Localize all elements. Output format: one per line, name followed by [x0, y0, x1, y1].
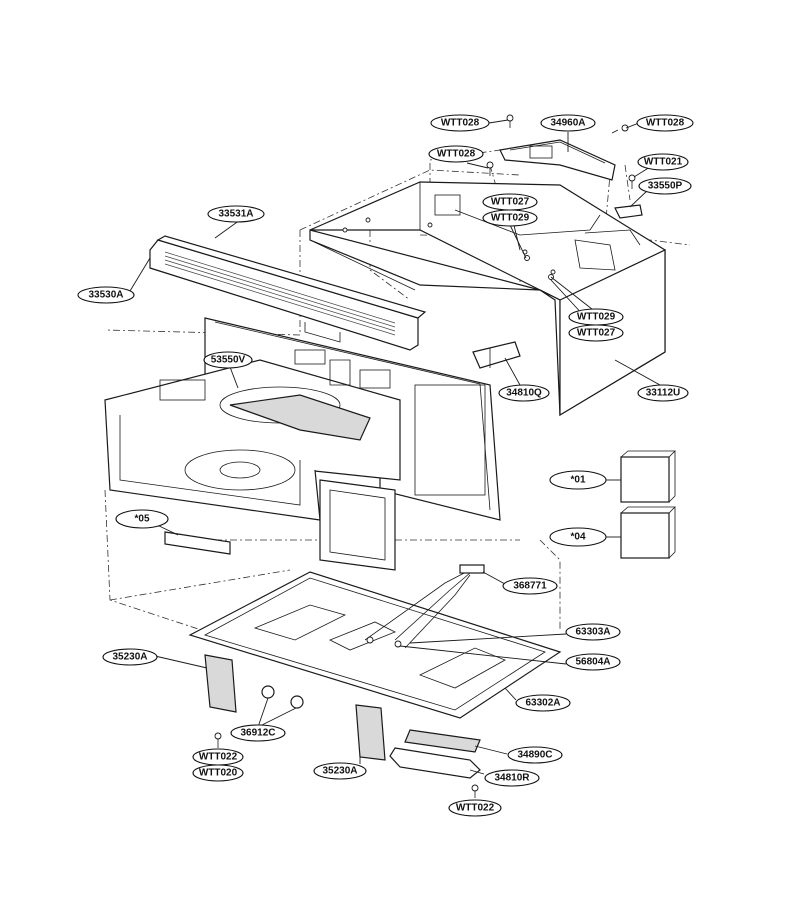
callout-wtt028-c: WTT028: [428, 145, 484, 163]
svg-text:WTT028: WTT028: [441, 118, 480, 129]
callout-wtt027-b: WTT027: [568, 324, 624, 342]
svg-text:368771: 368771: [513, 581, 547, 592]
callout-56804a: 56804A: [565, 653, 621, 671]
svg-text:34960A: 34960A: [550, 118, 585, 129]
svg-text:56804A: 56804A: [575, 657, 610, 668]
svg-text:WTT029: WTT029: [491, 213, 530, 224]
callout-wtt022-b: WTT022: [448, 799, 502, 817]
filter-35230a-left: [204, 654, 237, 713]
svg-text:34810Q: 34810Q: [506, 388, 542, 399]
svg-text:WTT029: WTT029: [577, 312, 616, 323]
callout-wtt028-b: WTT028: [636, 114, 694, 132]
callout-wtt029-a: WTT029: [482, 209, 538, 227]
svg-text:34810R: 34810R: [494, 773, 530, 784]
callout-35230a-left: 35230A: [102, 648, 158, 666]
callout-04: *04: [549, 527, 607, 547]
callout-wtt028-a: WTT028: [430, 114, 490, 132]
bracket-34810q: [472, 341, 521, 369]
svg-text:WTT022: WTT022: [199, 752, 238, 763]
svg-text:WTT020: WTT020: [199, 768, 238, 779]
harness-368771: [364, 564, 485, 649]
oven-cavity: [104, 317, 501, 571]
svg-text:33531A: 33531A: [218, 209, 253, 220]
svg-text:36912C: 36912C: [240, 728, 275, 739]
svg-text:WTT027: WTT027: [491, 197, 530, 208]
svg-text:33550P: 33550P: [648, 181, 683, 192]
callout-34810q: 34810Q: [498, 384, 550, 402]
bracket-33550p: [614, 204, 643, 219]
svg-text:WTT028: WTT028: [646, 118, 685, 129]
filter-35230a-right: [355, 704, 386, 761]
callout-34810r: 34810R: [484, 769, 540, 787]
svg-text:34890C: 34890C: [517, 750, 552, 761]
callout-53550v: 53550V: [203, 351, 253, 369]
lamp-cover-34890c: [404, 729, 481, 753]
callout-63303a: 63303A: [565, 623, 621, 641]
svg-text:63303A: 63303A: [575, 627, 610, 638]
callout-35230a-right: 35230A: [313, 762, 367, 780]
callout-wtt020: WTT020: [192, 764, 244, 782]
svg-text:33530A: 33530A: [88, 290, 123, 301]
grille-slots: [164, 251, 396, 336]
placeholder-04: [620, 506, 676, 559]
svg-text:WTT021: WTT021: [644, 157, 683, 168]
svg-text:WTT028: WTT028: [437, 149, 476, 160]
placeholder-01: [620, 450, 676, 503]
callout-wtt021: WTT021: [637, 153, 689, 171]
lamps-36912c: [261, 685, 304, 709]
callout-wtt022-a: WTT022: [192, 748, 244, 766]
callout-wtt029-b: WTT029: [568, 308, 624, 326]
callout-63302a: 63302A: [515, 694, 571, 712]
top-plate-34960a: [499, 139, 616, 181]
svg-text:63302A: 63302A: [525, 698, 560, 709]
bottom-screws: [214, 732, 479, 798]
svg-text:35230A: 35230A: [322, 766, 357, 777]
panel-05: [164, 531, 231, 555]
callout-wtt027-a: WTT027: [482, 193, 538, 211]
callout-33530a: 33530A: [77, 286, 135, 304]
top-screws: [486, 114, 636, 280]
callout-33550p: 33550P: [638, 177, 692, 195]
callout-05: *05: [115, 509, 169, 529]
callout-34890c: 34890C: [507, 746, 563, 764]
svg-text:35230A: 35230A: [112, 652, 147, 663]
svg-text:33112U: 33112U: [646, 388, 680, 399]
svg-text:*01: *01: [570, 475, 585, 486]
callout-33112u: 33112U: [637, 384, 689, 402]
svg-text:WTT027: WTT027: [577, 328, 616, 339]
svg-text:*05: *05: [134, 514, 149, 525]
callout-368771: 368771: [502, 577, 558, 595]
callout-36912c: 36912C: [230, 724, 286, 742]
svg-text:*04: *04: [570, 532, 585, 543]
callout-labels: WTT028 34960A WTT028 WTT028 WTT021 33550…: [77, 114, 694, 817]
front-grille-33530a: [149, 235, 427, 351]
svg-text:WTT022: WTT022: [456, 803, 495, 814]
callout-34960a: 34960A: [540, 114, 596, 132]
svg-text:53550V: 53550V: [211, 355, 246, 366]
base-plate-63303a: [188, 571, 562, 719]
callout-33531a: 33531A: [207, 205, 265, 223]
lamp-cover-frame-34810r: [389, 747, 481, 779]
callout-01: *01: [549, 470, 607, 490]
